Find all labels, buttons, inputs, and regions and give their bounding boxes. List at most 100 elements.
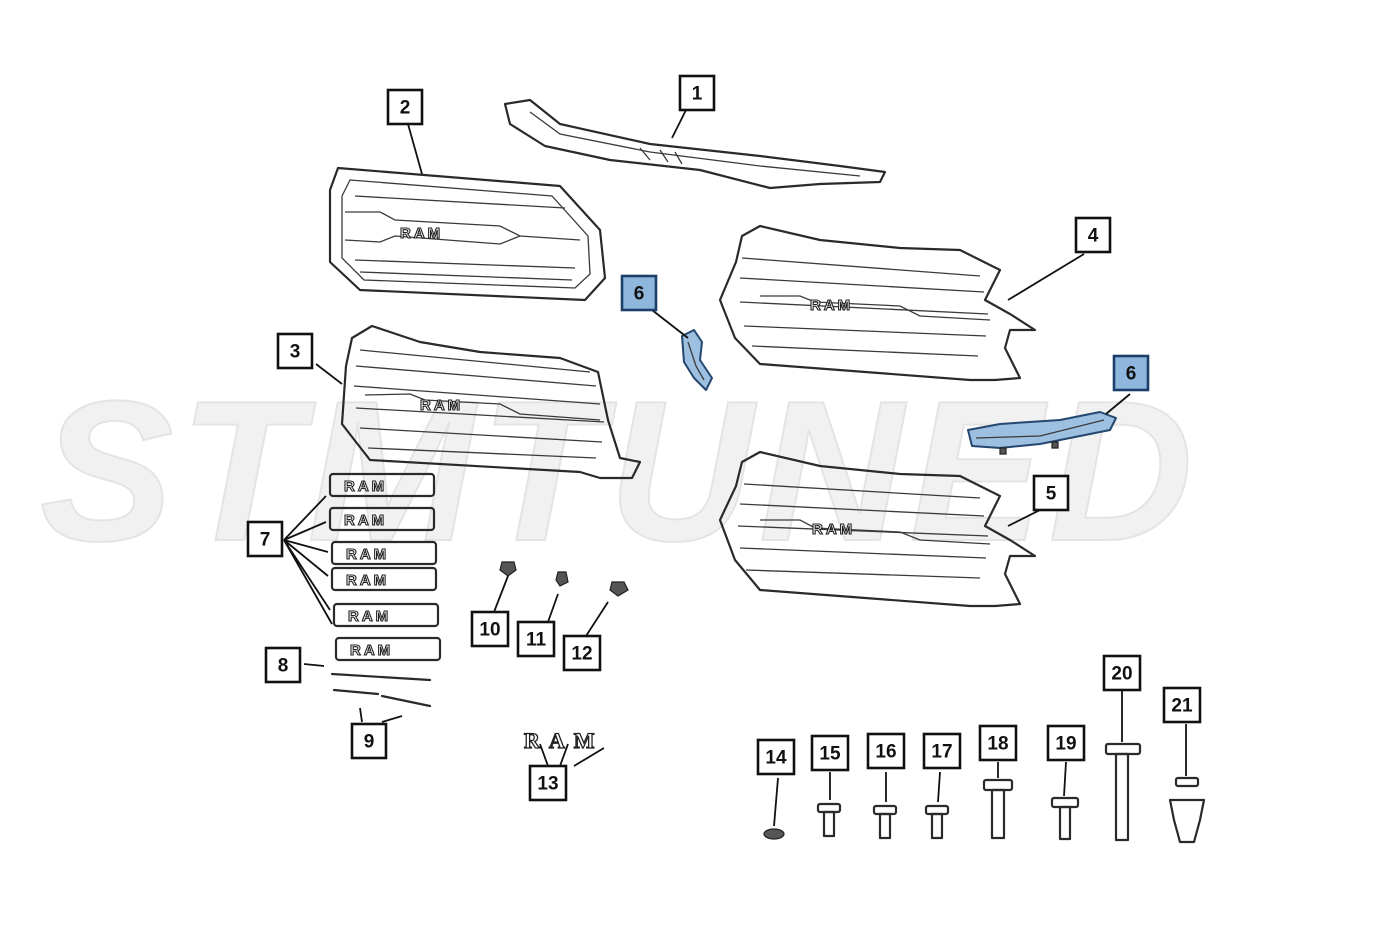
callout-label: 8 — [278, 656, 289, 677]
callout-c21: 21 — [1162, 686, 1202, 724]
part-5-grille-slats: RAM — [718, 450, 1037, 608]
callout-c3: 3 — [276, 332, 314, 370]
callout-box — [1112, 354, 1150, 392]
badge-1: RAM — [328, 472, 436, 498]
callout-box — [1074, 216, 1112, 254]
part-7-emblem-badges: RAM RAM RAM RAM RAM RAM — [328, 472, 442, 662]
callout-box — [756, 738, 796, 776]
callout-c12: 12 — [562, 634, 602, 672]
callout-label: 20 — [1111, 664, 1132, 685]
part-3-emblem: RAM — [420, 397, 463, 414]
callout-c17: 17 — [922, 732, 962, 770]
callout-box — [922, 732, 962, 770]
callout-c16: 16 — [866, 732, 906, 770]
part-16-bolt — [872, 804, 898, 840]
badge-3: RAM — [330, 540, 438, 566]
callout-c1: 1 — [678, 74, 716, 112]
part-2-grille-honeycomb: RAM — [328, 166, 607, 302]
callout-box — [470, 610, 510, 648]
callout-label: 14 — [765, 748, 787, 769]
callout-box — [528, 764, 568, 802]
callout-label: 21 — [1171, 696, 1193, 717]
part-5-emblem: RAM — [812, 521, 855, 538]
part-18-bolt — [982, 778, 1014, 840]
callout-label: 6 — [634, 284, 645, 305]
part-15-bolt — [816, 802, 842, 838]
callout-c6a: 6 — [620, 274, 658, 312]
callout-c19: 19 — [1046, 724, 1086, 762]
svg-text:RAM: RAM — [346, 546, 389, 563]
callout-c2: 2 — [386, 88, 424, 126]
callout-label: 19 — [1055, 734, 1076, 755]
callout-box — [678, 74, 716, 112]
callout-c10: 10 — [470, 610, 510, 648]
callout-box — [866, 732, 906, 770]
callout-c8: 8 — [264, 646, 302, 684]
callout-box — [1046, 724, 1086, 762]
callout-c7: 7 — [246, 520, 284, 558]
callout-label: 5 — [1046, 484, 1057, 505]
badge-6: RAM — [334, 636, 442, 662]
callout-c18: 18 — [978, 724, 1018, 762]
part-21-push-pin — [1168, 776, 1206, 844]
callout-label: 13 — [537, 774, 558, 795]
callout-c4: 4 — [1074, 216, 1112, 254]
callout-label: 18 — [987, 734, 1008, 755]
callout-label: 7 — [260, 530, 271, 551]
svg-text:RAM: RAM — [346, 572, 389, 589]
callout-box — [978, 724, 1018, 762]
callout-label: 2 — [400, 98, 411, 119]
callout-label: 4 — [1088, 226, 1099, 247]
callout-c9: 9 — [350, 722, 388, 760]
svg-text:RAM: RAM — [344, 512, 387, 529]
callout-box — [276, 332, 314, 370]
callout-c13: 13 — [528, 764, 568, 802]
part-13-letters: RAM — [524, 728, 604, 753]
watermark-text: STMTUNED — [40, 360, 1199, 583]
part-6-bracket-right — [967, 411, 1117, 455]
callout-c15: 15 — [810, 734, 850, 772]
callout-label: 9 — [364, 732, 375, 753]
part-4-emblem: RAM — [810, 297, 853, 314]
badge-5: RAM — [332, 602, 440, 628]
callout-box — [246, 520, 284, 558]
part-14-washer — [763, 828, 785, 840]
part-19-bolt — [1050, 796, 1080, 841]
callout-box — [1032, 474, 1070, 512]
part-1-upper-trim — [503, 98, 887, 190]
part-8-trim-strip — [330, 672, 432, 682]
callout-c14: 14 — [756, 738, 796, 776]
callout-box — [810, 734, 850, 772]
callout-label: 1 — [692, 84, 703, 105]
part-12-clip — [609, 581, 629, 597]
callout-c20: 20 — [1102, 654, 1142, 692]
part-2-emblem: RAM — [400, 225, 443, 242]
callout-c6b: 6 — [1112, 354, 1150, 392]
callout-label: 10 — [479, 620, 500, 641]
part-6-bracket-left — [681, 329, 713, 391]
callout-box — [516, 620, 556, 658]
svg-text:RAM: RAM — [348, 608, 391, 625]
part-13-ram-letters: RAM — [523, 727, 604, 753]
callout-label: 17 — [931, 742, 952, 763]
callout-c5: 5 — [1032, 474, 1070, 512]
part-11-clip — [555, 571, 569, 587]
callout-label: 15 — [819, 744, 841, 765]
part-3-grille-bars: RAM — [340, 324, 642, 480]
callout-label: 16 — [875, 742, 896, 763]
callout-box — [1162, 686, 1202, 724]
part-4-grille-mesh: RAM — [718, 224, 1037, 382]
part-17-bolt — [924, 804, 950, 840]
callout-box — [264, 646, 302, 684]
callout-box — [1102, 654, 1142, 692]
callout-box — [620, 274, 658, 312]
leader-lines — [283, 109, 1187, 827]
callout-label: 12 — [571, 644, 592, 665]
callout-label: 11 — [526, 630, 547, 651]
part-20-long-bolt — [1104, 742, 1142, 842]
badge-2: RAM — [328, 506, 436, 532]
svg-text:RAM: RAM — [344, 478, 387, 495]
callout-c11: 11 — [516, 620, 556, 658]
